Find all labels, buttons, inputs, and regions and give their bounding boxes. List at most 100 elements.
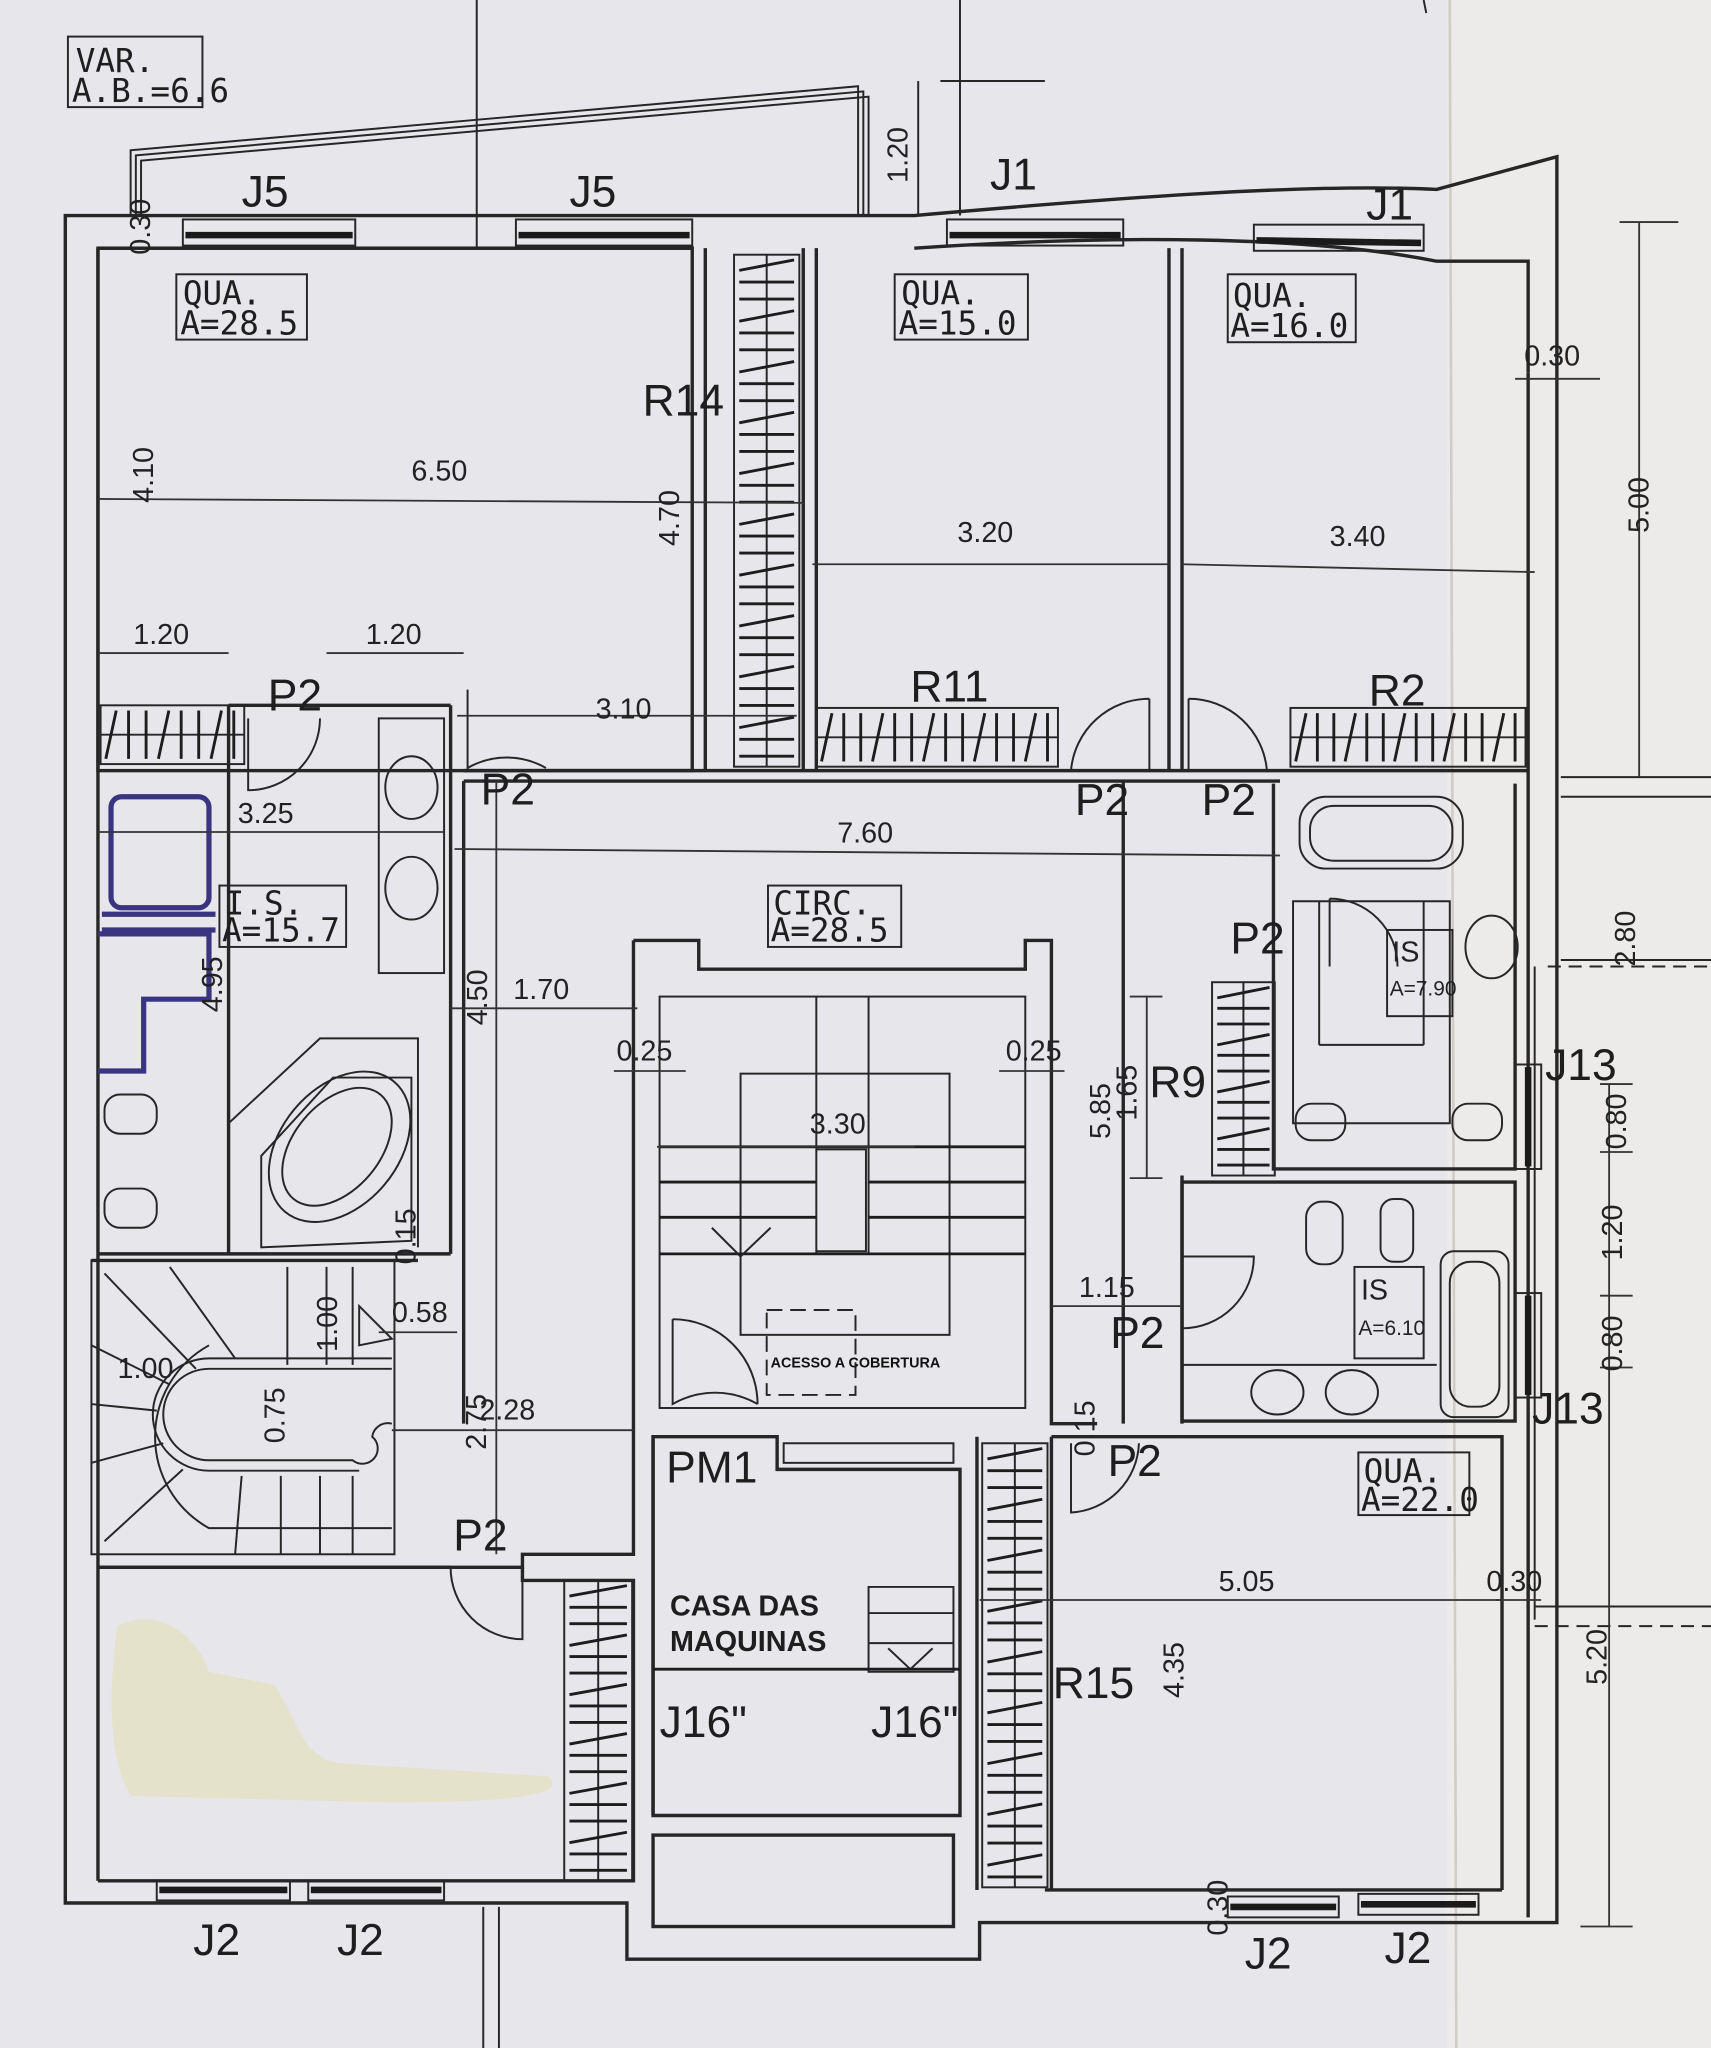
door-label: P2 (1075, 776, 1129, 825)
room-name-qua-4: QUA. (1364, 1452, 1443, 1490)
dimension: 7.60 (837, 817, 893, 849)
room-name-var: VAR. (76, 42, 155, 80)
room-area-is-1: A=15.7 (222, 912, 340, 950)
window-label: J5 (569, 167, 616, 216)
window-label: J1 (1366, 180, 1413, 229)
paper-fold-shade (1447, 0, 1711, 2048)
wardrobes (99, 253, 1527, 1889)
dimension: 1.20 (366, 619, 422, 651)
room-name-is-2: IS (1392, 936, 1419, 968)
door-label: PM1 (666, 1443, 757, 1492)
hanger-mark (987, 1853, 1043, 1867)
door-label: P2 (1230, 914, 1284, 963)
note-acesso-cobertura: ACESSO A COBERTURA (771, 1356, 941, 1372)
door-label: P2 (1202, 776, 1256, 825)
door-label: P2 (453, 1511, 507, 1560)
hanger-mark (972, 712, 987, 762)
dimension: 0.80 (1597, 1316, 1629, 1372)
hanger-mark (569, 1732, 628, 1746)
dimension: 2.80 (1610, 911, 1642, 967)
dimension: 0.30 (1203, 1880, 1235, 1936)
dimension: 0.58 (392, 1297, 448, 1329)
dimension: 1.65 (1111, 1065, 1143, 1121)
wardrobe-r15 (981, 1442, 1049, 1889)
window-label: J2 (1384, 1924, 1431, 1973)
window-label: J2 (193, 1916, 240, 1965)
hanger-mark (738, 614, 795, 628)
dimension: 0.15 (1070, 1400, 1102, 1456)
hanger-mark (987, 1599, 1043, 1613)
dimension: 0.30 (1486, 1566, 1542, 1598)
room-area-is-3: A=6.10 (1358, 1317, 1425, 1340)
dimension: 0.15 (390, 1208, 422, 1264)
wardrobe-bottom-left (563, 1579, 634, 1882)
dimension: 1.70 (513, 974, 569, 1006)
hanger-mark (569, 1830, 628, 1845)
hanger-mark (1217, 1033, 1270, 1047)
door-label: P2 (268, 672, 322, 721)
hanger-mark (1442, 712, 1456, 762)
room-label-boxes (66, 35, 1471, 1517)
balcony-outline (129, 85, 870, 216)
window-label: J13 (1532, 1385, 1604, 1434)
window-label: J16" (871, 1698, 958, 1747)
hanger-mark (738, 715, 795, 730)
hanger-mark (738, 258, 795, 272)
wardrobe-r14 (733, 253, 801, 768)
hanger-mark (738, 664, 795, 679)
hanger-mark (1294, 712, 1308, 762)
hanger-mark (871, 712, 885, 762)
hanger-mark (1023, 712, 1038, 762)
dimension: 1.00 (312, 1296, 344, 1352)
paper-fold (1448, 0, 1458, 2048)
hanger-mark (569, 1682, 628, 1697)
marker-sketch (97, 794, 216, 1074)
room-area-circ: A=28.5 (771, 912, 889, 950)
dimension: 0.25 (616, 1036, 672, 1068)
hanger-mark (1343, 712, 1357, 762)
axis-lines (475, 0, 1428, 2048)
room-name-is-1: I.S. (225, 884, 304, 922)
room-area-qua-1: A=28.5 (180, 304, 298, 342)
stain (111, 1619, 553, 1803)
interior-walls (91, 246, 1529, 1929)
window-label: J13 (1545, 1041, 1617, 1090)
room-area-is-2: A=7.90 (1390, 977, 1457, 1000)
dimension: 1.00 (118, 1353, 174, 1385)
window-label: J2 (337, 1916, 384, 1965)
dimension: 3.40 (1330, 521, 1386, 553)
door-label: P2 (1110, 1309, 1164, 1358)
hanger-mark (922, 712, 936, 762)
door-label: P2 (481, 766, 535, 815)
hanger-mark (209, 710, 223, 760)
dimension: 1.20 (1597, 1204, 1629, 1260)
wardrobe-label: R2 (1369, 666, 1426, 715)
dimension: 0.30 (1524, 341, 1580, 373)
hanger-mark (987, 1650, 1043, 1664)
room-name-qua-2: QUA. (901, 274, 980, 312)
dimension: 2.28 (479, 1395, 535, 1427)
spiral-stair (90, 1259, 396, 1556)
hanger-mark (987, 1447, 1043, 1461)
dimension: 4.35 (1158, 1642, 1190, 1698)
dimension: 5.20 (1582, 1629, 1614, 1685)
wardrobe-r9 (1211, 981, 1276, 1177)
hanger-mark (1217, 1080, 1270, 1094)
sanitary-fixtures (103, 717, 1519, 1419)
window-label: J1 (990, 150, 1037, 199)
hanger-mark (1393, 712, 1407, 762)
window-glazing (155, 218, 1543, 1919)
wardrobe-left (99, 704, 246, 766)
dimension: 0.80 (1601, 1093, 1633, 1149)
dimension: 3.30 (810, 1109, 866, 1141)
hanger-mark (569, 1781, 628, 1795)
dimension: 5.00 (1623, 477, 1655, 533)
dimension: 5.05 (1219, 1566, 1275, 1598)
hanger-mark (1217, 986, 1270, 1000)
window-label: J16" (660, 1698, 747, 1747)
room-area-qua-3: A=16.0 (1230, 307, 1348, 345)
dimension: 3.25 (238, 798, 294, 830)
dimension: 1.15 (1079, 1272, 1135, 1304)
hanger-mark (738, 512, 795, 526)
